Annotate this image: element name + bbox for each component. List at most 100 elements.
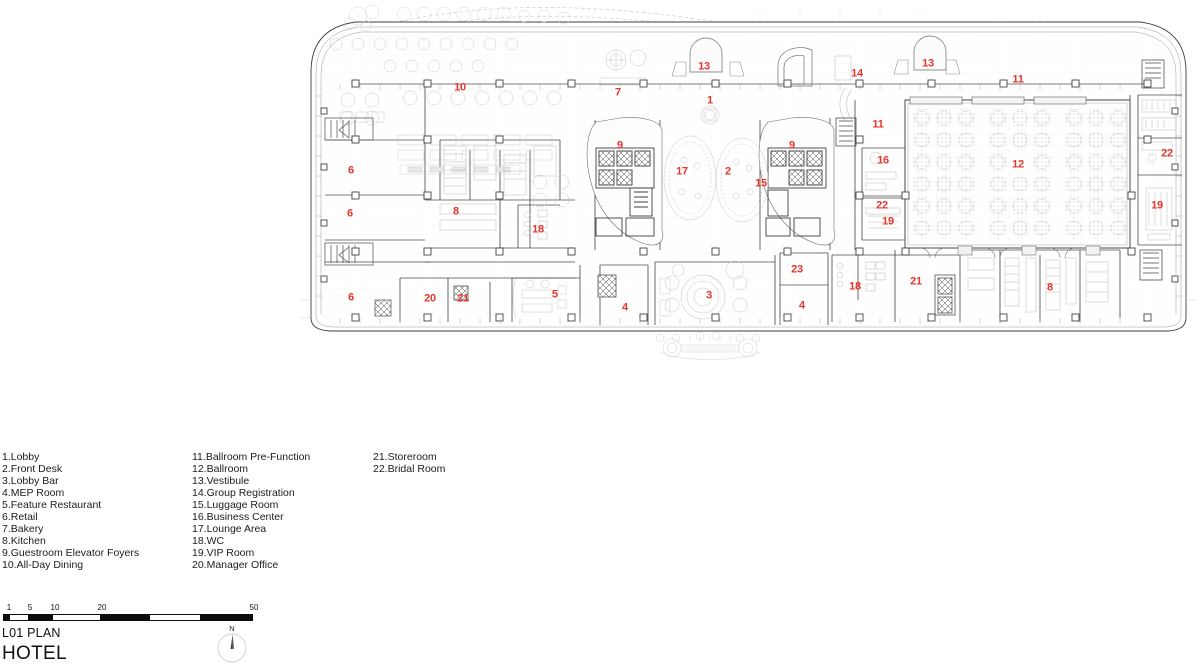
scale-tick-5: 5 — [27, 603, 33, 612]
feature-restaurant-furniture — [512, 277, 567, 319]
scale-segment-6 — [200, 614, 253, 621]
scale-tick-20: 20 — [97, 603, 107, 612]
vip-room-fitout — [1145, 187, 1173, 241]
room-tag-19: 19 — [882, 215, 894, 228]
ballroom-banquet-chairs — [912, 108, 1128, 238]
room-tag-20: 20 — [424, 292, 436, 305]
legend-item: 2.Front Desk — [2, 462, 63, 475]
all-day-dining-furniture — [329, 37, 570, 208]
room-tag-1: 1 — [707, 94, 713, 107]
room-tag-17: 17 — [676, 165, 688, 178]
room-tag-8: 8 — [453, 205, 459, 218]
legend-item: 21.Storeroom — [373, 451, 437, 463]
legend-item: 11.Ballroom Pre-Function — [192, 451, 311, 463]
room-tag-14: 14 — [851, 67, 863, 80]
elevator-core-east — [758, 117, 836, 246]
legend-item: 9.Guestroom Elevator Foyers — [2, 546, 140, 559]
scale-tick-10: 10 — [50, 603, 60, 612]
room-tag-4: 4 — [799, 299, 805, 312]
wc-fixtures-west — [523, 209, 548, 240]
legend-item: 14.Group Registration — [192, 486, 295, 499]
site-boundary-lines — [300, 299, 1198, 319]
business-center-fitout — [865, 151, 901, 229]
scale-bar-tick-labels: 1 5 10 20 50 — [0, 603, 300, 614]
elevator-core-west — [586, 117, 664, 246]
plan-code-label: L01 PLAN — [2, 626, 61, 640]
exterior-landscape — [655, 331, 761, 360]
scale-segment-3 — [53, 614, 100, 621]
exterior-tree-cluster — [343, 4, 571, 32]
legend-column-3: 21.Storeroom 22.Bridal Room — [373, 451, 446, 476]
scale-segment-4 — [100, 614, 150, 621]
legend-item: 4.MEP Room — [2, 486, 65, 499]
kitchen-equipment-east — [967, 257, 1109, 313]
scale-bar-graphic — [3, 614, 253, 621]
scale-segment-2 — [28, 614, 53, 621]
room-tag-12: 12 — [1012, 158, 1024, 171]
legend-column-2: 11.Ballroom Pre-Function 12.Ballroom 13.… — [192, 451, 311, 572]
retail-stairs — [324, 117, 392, 317]
room-tag-4: 4 — [622, 301, 628, 314]
room-tag-23: 23 — [791, 263, 803, 276]
legend-item: 13.Vestibule — [192, 474, 250, 487]
legend-item: 6.Retail — [2, 510, 38, 523]
room-tag-21: 21 — [457, 292, 469, 305]
room-tag-19: 19 — [1151, 199, 1163, 212]
legend-item: 3.Lobby Bar — [2, 474, 59, 487]
room-tag-3: 3 — [706, 289, 712, 302]
room-tag-21: 21 — [910, 275, 922, 288]
room-tag-18: 18 — [532, 223, 544, 236]
room-tag-6: 6 — [348, 291, 354, 304]
room-tag-5: 5 — [552, 288, 558, 301]
room-tag-6: 6 — [348, 164, 354, 177]
legend-column-1: 1.Lobby 2.Front Desk 3.Lobby Bar 4.MEP R… — [2, 451, 140, 572]
legend-item: 22.Bridal Room — [373, 462, 446, 475]
room-tag-22: 22 — [1161, 147, 1173, 160]
room-tag-2: 2 — [725, 165, 731, 178]
legend-item: 7.Bakery — [2, 522, 44, 535]
project-name-label: HOTEL — [2, 643, 67, 664]
scale-segment-0 — [3, 614, 10, 621]
room-tag-8: 8 — [1047, 281, 1053, 294]
legend-item: 16.Business Center — [192, 510, 284, 523]
room-tag-13: 13 — [922, 57, 934, 70]
room-tag-9: 9 — [789, 139, 795, 152]
legend-item: 8.Kitchen — [2, 534, 46, 547]
scale-tick-50: 50 — [249, 603, 259, 612]
room-tag-7: 7 — [615, 86, 621, 99]
lobby-lounge-furniture — [663, 105, 769, 223]
room-tag-22: 22 — [876, 199, 888, 212]
legend-item: 1.Lobby — [2, 451, 40, 463]
legend-item: 15.Luggage Room — [192, 498, 279, 511]
north-arrow-icon — [217, 633, 247, 663]
legend-item: 12.Ballroom — [192, 462, 249, 475]
lobby-bar-feature — [659, 260, 748, 320]
ballroom-operable-walls — [909, 96, 1087, 105]
plan-interior — [311, 22, 1186, 331]
room-tag-16: 16 — [877, 154, 889, 167]
entry-feature-stair — [777, 47, 813, 87]
floor-plan-svg — [300, 4, 1198, 360]
legend-item: 10.All-Day Dining — [2, 558, 84, 571]
legend-item: 18.WC — [192, 534, 225, 547]
room-tag-11: 11 — [872, 118, 884, 131]
vestibule-east — [913, 35, 947, 71]
legend-item: 5.Feature Restaurant — [2, 498, 102, 511]
scale-segment-1 — [10, 614, 28, 621]
vestibule-flanks — [671, 59, 961, 77]
service-stairs-and-shafts — [453, 59, 1165, 316]
room-tag-10: 10 — [454, 81, 466, 94]
legend-item: 20.Manager Office — [192, 558, 279, 571]
ballroom-doors — [919, 245, 1101, 259]
scale-segment-5 — [150, 614, 200, 621]
title-block: L01 PLAN HOTEL — [2, 626, 67, 665]
north-letter-label: N — [229, 624, 235, 633]
scale-tick-1: 1 — [6, 603, 12, 612]
room-tag-11: 11 — [1012, 73, 1024, 86]
room-tag-6: 6 — [347, 207, 353, 220]
room-legend: 1.Lobby 2.Front Desk 3.Lobby Bar 4.MEP R… — [0, 451, 1200, 584]
kitchen-equipment-west — [439, 145, 557, 231]
legend-item: 19.VIP Room — [192, 546, 255, 559]
